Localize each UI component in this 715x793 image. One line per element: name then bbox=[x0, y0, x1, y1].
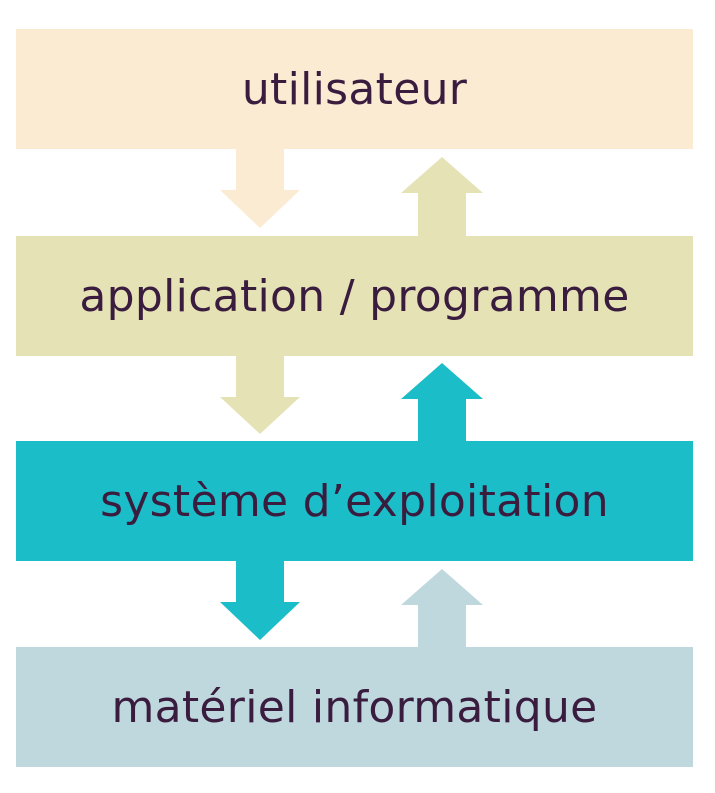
layer-label-utilisateur: utilisateur bbox=[241, 63, 468, 115]
layer-utilisateur: utilisateur bbox=[16, 29, 693, 149]
arrow-up-application-to-utilisateur bbox=[401, 157, 483, 236]
layer-systeme-exploitation: système d’exploitation bbox=[16, 441, 693, 561]
arrow-down-utilisateur-to-application bbox=[220, 149, 300, 228]
layer-label-materiel-informatique: matériel informatique bbox=[111, 681, 598, 733]
layer-label-systeme-exploitation: système d’exploitation bbox=[100, 475, 609, 527]
layer-application-programme: application / programme bbox=[16, 236, 693, 356]
arrow-down-systeme-to-materiel bbox=[220, 561, 300, 640]
arrow-up-systeme-to-application bbox=[401, 363, 483, 441]
layer-label-application-programme: application / programme bbox=[79, 270, 630, 322]
arrow-up-materiel-to-systeme bbox=[401, 569, 483, 647]
arrow-down-application-to-systeme bbox=[220, 356, 300, 434]
layer-materiel-informatique: matériel informatique bbox=[16, 647, 693, 767]
